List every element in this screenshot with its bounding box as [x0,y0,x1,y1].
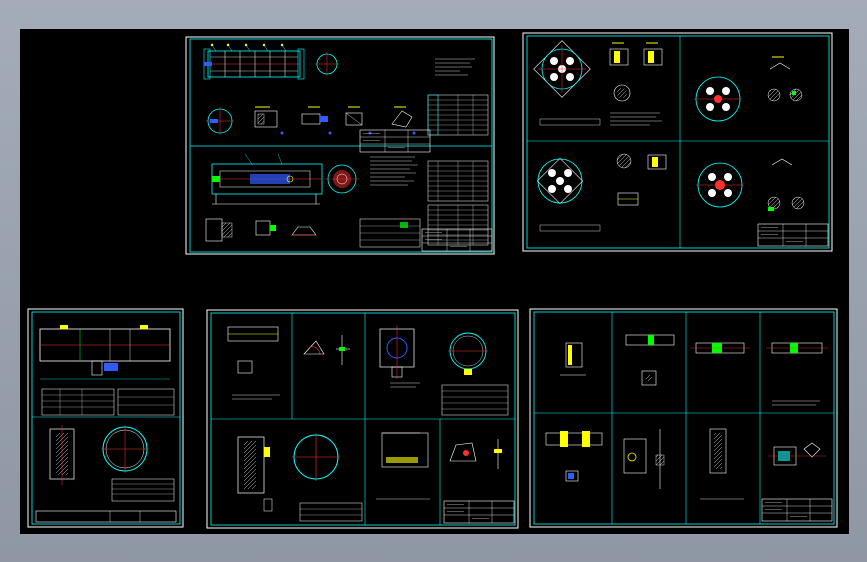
notes-block-4 [772,400,820,406]
shell-end-view [101,425,149,473]
lug-detail [449,439,502,469]
cad-model-viewport[interactable] [20,29,849,534]
bracket-detail [623,429,665,489]
flange-end-view [324,164,360,194]
shell-section-view [49,425,75,485]
sheet-2[interactable] [522,32,833,252]
tube-sheet-layout-3 [536,157,584,205]
flange-circle-view [448,332,488,375]
tube-sheet-layout-4 [696,162,744,208]
sheet-3[interactable] [27,308,184,528]
sheet-5[interactable] [529,308,838,528]
parts-list-table-1 [427,94,489,136]
baffle-circle-view [292,433,340,481]
notes-block-3 [539,112,662,126]
detail-views-row [206,106,416,135]
title-block-4 [35,510,177,523]
saddle-detail [303,335,350,365]
parts-list-table-4 [111,478,175,502]
heat-exchanger-elevation [203,43,305,80]
tube-sheet-layout-1 [533,40,591,98]
sheet-4[interactable] [206,309,519,529]
tube-sheet-layout-2 [694,76,742,122]
pipe-detail-2 [690,342,750,354]
title-block-1 [359,129,431,153]
detail-views-row-2 [205,218,421,248]
parts-list-table-3 [41,388,175,416]
sheet-6 [20,29,21,30]
drawing-canvas[interactable] [20,29,849,534]
valve-detail [768,442,826,466]
small-details-4 [767,158,805,211]
assembly-plan-view [211,153,323,205]
support-detail-1 [227,326,280,400]
tube-support-detail [700,428,744,500]
title-block-6 [443,500,515,524]
notes-block-2 [370,156,418,186]
tech-notes-block [435,58,475,76]
baffle-plate-detail [237,436,273,512]
nozzle-detail-1 [560,342,586,376]
title-block-5 [299,502,363,522]
title-block-3 [757,223,829,247]
small-details-1 [609,42,663,102]
vessel-cross-section [379,325,420,388]
small-details-3 [539,153,667,232]
flange-pair-detail [545,431,603,482]
title-block-7 [761,498,833,522]
parts-list-table-5 [441,384,509,416]
end-view-circle [315,52,339,76]
sheet-1[interactable] [185,36,495,255]
small-details-2 [767,56,803,102]
plate-detail [376,432,430,500]
vessel-elevation [39,325,171,380]
pipe-detail-3 [766,342,828,354]
pipe-detail-1 [625,334,675,386]
